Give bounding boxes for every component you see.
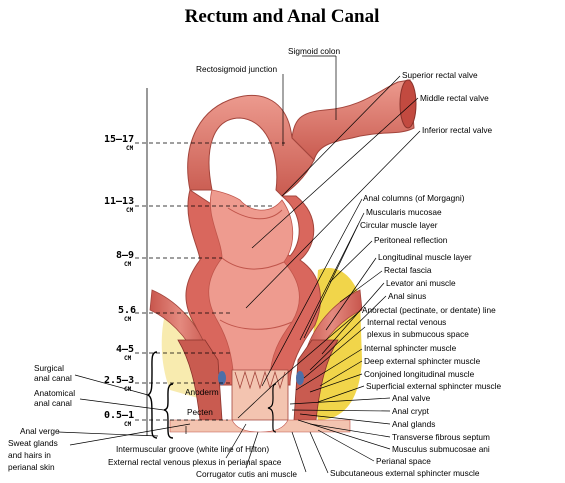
label-anal-columns: Anal columns (of Morgagni)	[363, 193, 465, 203]
perianal-skin	[169, 419, 351, 433]
svg-text:8–9: 8–9	[116, 250, 134, 261]
svg-text:11–13: 11–13	[104, 196, 134, 207]
label-anorectal-line: Anorectal (pectinate, or dentate) line	[362, 305, 496, 315]
label-longitudinal-muscle-layer: Longitudinal muscle layer	[378, 252, 472, 262]
label-levator-ani: Levator ani muscle	[386, 278, 456, 288]
svg-text:15–17: 15–17	[104, 134, 134, 145]
label-external-rectal-venous: External rectal venous plexus in periana…	[108, 457, 282, 467]
anal-canal	[231, 369, 289, 421]
scale-mark: 5.6 CM	[118, 305, 136, 323]
label-surgical-anal-canal-2: anal canal	[34, 373, 72, 383]
label-anal-sinus: Anal sinus	[388, 291, 426, 301]
label-perianal-space: Perianal space	[376, 456, 431, 466]
label-surgical-anal-canal: Surgical	[34, 363, 64, 373]
label-transverse-fibrous-septum: Transverse fibrous septum	[392, 432, 490, 442]
svg-text:2.5–3: 2.5–3	[104, 375, 134, 386]
label-anal-glands: Anal glands	[392, 419, 435, 429]
label-anal-crypt: Anal crypt	[392, 406, 430, 416]
venous-plexus-left	[218, 371, 226, 385]
svg-text:CM: CM	[124, 261, 132, 268]
label-inferior-rectal-valve: Inferior rectal valve	[422, 125, 492, 135]
label-superficial-external-sphincter: Superficial external sphincter muscle	[366, 381, 502, 391]
external-sphincter-right	[293, 339, 339, 421]
svg-text:CM: CM	[126, 207, 134, 214]
label-rectosigmoid-junction: Rectosigmoid junction	[196, 64, 278, 74]
label-internal-sphincter: Internal sphincter muscle	[364, 343, 457, 353]
label-sweat-glands-3: perianal skin	[8, 462, 55, 472]
label-sigmoid-colon: Sigmoid colon	[288, 46, 341, 56]
label-internal-rectal-venous: Internal rectal venous	[367, 317, 446, 327]
rectosigmoid-loop	[187, 94, 315, 197]
svg-text:5.6: 5.6	[118, 305, 136, 316]
svg-text:CM: CM	[126, 145, 134, 152]
external-sphincter-left	[177, 339, 223, 421]
svg-text:CM: CM	[124, 355, 132, 362]
svg-text:0.5–1: 0.5–1	[104, 410, 134, 421]
label-sweat-glands-2: and hairs in	[8, 450, 51, 460]
svg-text:CM: CM	[124, 421, 132, 428]
scale-mark: 15–17 CM	[104, 134, 134, 152]
depth-scale	[135, 88, 285, 436]
svg-text:CM: CM	[124, 316, 132, 323]
label-internal-rectal-venous-2: plexus in submucous space	[367, 329, 469, 339]
colon-cut-end	[399, 79, 417, 129]
label-corrugator-cutis-ani: Corrugator cutis ani muscle	[196, 469, 297, 479]
venous-plexus-right	[296, 371, 304, 385]
pecten-label: Pecten	[187, 407, 213, 417]
diagram-title: Rectum and Anal Canal	[185, 6, 380, 27]
scale-mark: 11–13 CM	[104, 196, 134, 214]
label-anatomical-anal-canal-2: anal canal	[34, 398, 72, 408]
label-circular-muscle-layer: Circular muscle layer	[360, 220, 438, 230]
label-peritoneal-reflection: Peritoneal reflection	[374, 235, 448, 245]
anal-columns	[234, 370, 286, 390]
label-anal-verge: Anal verge	[20, 426, 60, 436]
sigmoid-colon	[291, 79, 415, 161]
label-anatomical-anal-canal: Anatomical	[34, 388, 75, 398]
label-intermuscular-groove: Intermuscular groove (white line of Hilt…	[116, 444, 269, 454]
scale-mark: 4–5 CM	[116, 344, 134, 362]
label-deep-external-sphincter: Deep external sphincter muscle	[364, 356, 481, 366]
scale-mark: 8–9 CM	[116, 250, 134, 268]
label-muscularis-mucosae: Muscularis mucosae	[366, 207, 442, 217]
label-sweat-glands: Sweat glands	[8, 438, 58, 448]
rectum-illustration	[149, 79, 417, 433]
label-rectal-fascia: Rectal fascia	[384, 265, 432, 275]
label-subcutaneous-external-sphincter: Subcutaneous external sphincter muscle	[330, 468, 480, 478]
label-musculus-submucosae-ani: Musculus submucosae ani	[392, 444, 490, 454]
svg-text:4–5: 4–5	[116, 344, 134, 355]
label-middle-rectal-valve: Middle rectal valve	[420, 93, 489, 103]
label-conjoined-longitudinal: Conjoined longitudinal muscle	[364, 369, 475, 379]
label-superior-rectal-valve: Superior rectal valve	[402, 70, 478, 80]
label-anal-valve: Anal valve	[392, 393, 431, 403]
anoderm-label: Anoderm	[185, 387, 219, 397]
leader-lines	[57, 55, 421, 474]
scale-mark: 0.5–1 CM	[104, 410, 134, 428]
